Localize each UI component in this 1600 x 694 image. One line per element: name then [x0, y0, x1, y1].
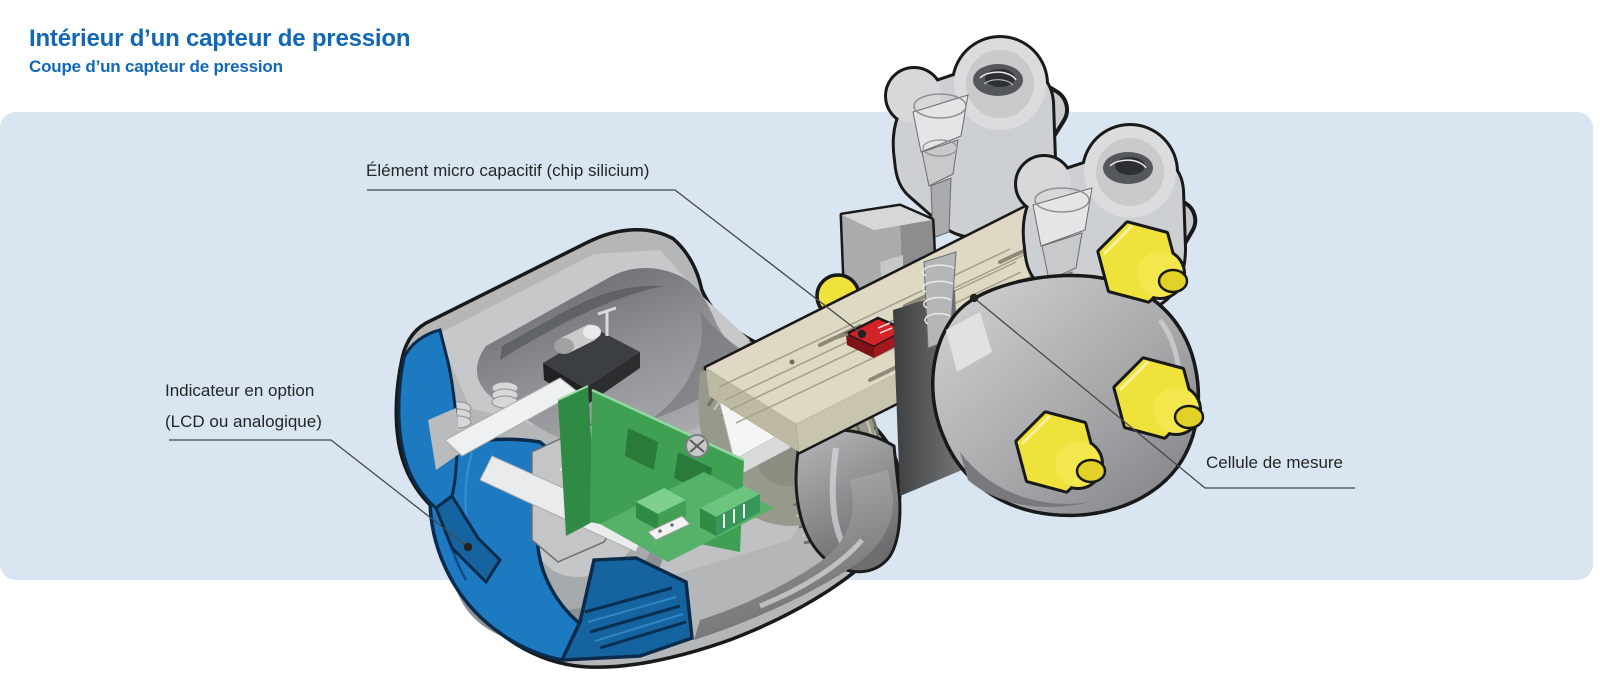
measuring-cell	[706, 196, 1141, 452]
flange-bolts	[1017, 223, 1205, 490]
leader-dots	[463, 293, 979, 552]
label-cell: Cellule de mesure	[1206, 453, 1344, 472]
page-title: Intérieur d’un capteur de pression	[29, 25, 411, 52]
process-flange	[893, 126, 1205, 514]
electronics-housing	[398, 231, 900, 680]
page-subtitle: Coupe d’un capteur de pression	[29, 57, 283, 76]
leader-chip	[367, 189, 863, 335]
label-indicator: Indicateur en option (LCD ou analogique)	[165, 375, 322, 437]
label-indicator-line1: Indicateur en option	[165, 381, 315, 400]
leader-cell	[973, 297, 1355, 489]
circuit-boards	[557, 385, 774, 562]
leader-indicator	[169, 439, 469, 548]
leader-lines	[169, 189, 1355, 548]
header: Intérieur d’un capteur de pression Coupe…	[29, 24, 410, 77]
label-chip: Élément micro capacitif (chip silicium)	[366, 161, 650, 180]
label-indicator-line2: (LCD ou analogique)	[165, 412, 322, 431]
